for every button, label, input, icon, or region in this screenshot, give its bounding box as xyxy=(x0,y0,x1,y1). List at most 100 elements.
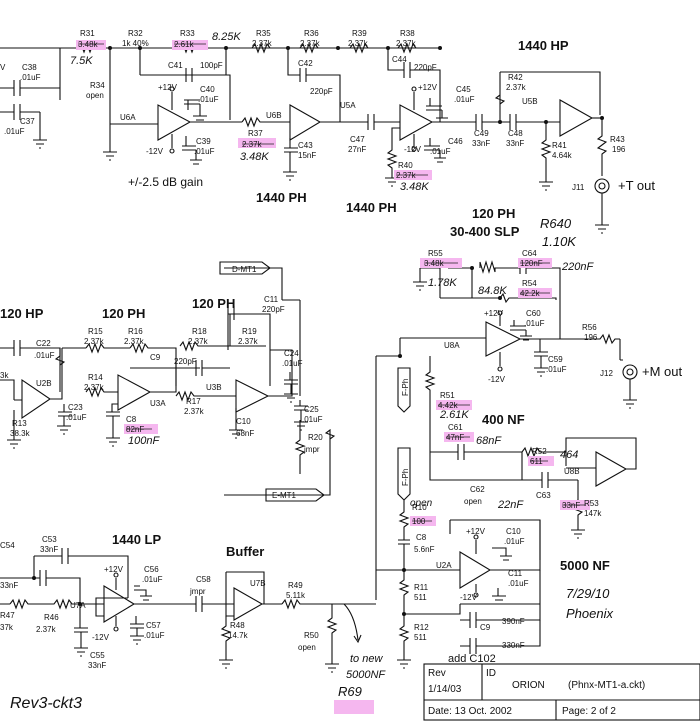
value-c60: .01uF xyxy=(524,319,545,328)
label-v12c: +12V xyxy=(484,309,504,318)
heading-400-nf: 400 NF xyxy=(482,412,525,427)
pencil-r10: open xyxy=(410,498,433,509)
value-r56: 196 xyxy=(584,333,598,342)
label-c8a: C8 xyxy=(126,415,137,424)
title-date: Date: 13 Oct. 2002 xyxy=(428,706,512,717)
bottom-labels: C54 33nF C53 33nF 1440 LP +12V C56 .01uF… xyxy=(0,498,613,712)
label-3k: 3k xyxy=(0,371,9,380)
label-vm12e: -12V xyxy=(92,633,110,642)
value-c25: .01uF xyxy=(302,415,323,424)
label-r51: R51 xyxy=(440,391,455,400)
label-r46: R46 xyxy=(44,613,59,622)
opamp-u7b xyxy=(226,571,265,621)
value-r47: 37k xyxy=(0,623,14,632)
label-c49: C49 xyxy=(474,129,489,138)
label-r11: R11 xyxy=(414,583,429,592)
opamp-u3a xyxy=(85,374,152,411)
label-vm12c: -12V xyxy=(488,375,506,384)
m-out-label: +M out xyxy=(642,364,682,379)
value-r42: 2.37k xyxy=(506,83,527,92)
value-r37: 2.37k xyxy=(242,140,263,149)
label-c54: C54 xyxy=(0,541,15,550)
label-c9b: C9 xyxy=(480,623,491,632)
opamp-u6b xyxy=(289,104,322,141)
value-r35: 2.37k xyxy=(252,39,273,48)
value-r16: 2.37k xyxy=(124,337,145,346)
value-r11: 511 xyxy=(414,593,427,602)
label-r16: R16 xyxy=(128,327,143,336)
label-u2a: U2A xyxy=(436,561,452,570)
value-c24: .01uF xyxy=(282,359,303,368)
value-c22: .01uF xyxy=(34,351,55,360)
label-c61: C61 xyxy=(448,423,463,432)
value-r41: 4.64k xyxy=(552,151,573,160)
heading-1440-ph-a: 1440 PH xyxy=(256,190,307,205)
top-labels: V C38 .01uF C37 .01uF R31 3.48k 7.5K R32… xyxy=(0,29,655,215)
label-j12: J12 xyxy=(600,369,613,378)
title-name: ORION xyxy=(512,680,545,691)
left-middle-labels: D-MT1 E-MT1 F-Ph F-Ph 120 HP 120 PH 120 … xyxy=(0,265,410,500)
label-c58: C58 xyxy=(196,575,211,584)
label-c44: C44 xyxy=(392,55,407,64)
label-u6b: U6B xyxy=(266,111,282,120)
value-r51: 4.42k xyxy=(438,401,459,410)
value-r53: 147k xyxy=(584,509,602,518)
label-r34: R34 xyxy=(90,81,105,90)
value-r33: 2.61k xyxy=(174,40,195,49)
pencil-r52: 464 xyxy=(560,449,578,461)
label-c10b: C10 xyxy=(506,527,521,536)
value-c23: .01uF xyxy=(66,413,87,422)
label-c47: C47 xyxy=(350,135,365,144)
pencil-r40: 3.48K xyxy=(400,181,429,193)
value-c43: 15nF xyxy=(298,151,316,160)
label-c24: C24 xyxy=(284,349,299,358)
heading-5000-nf: 5000 NF xyxy=(560,558,610,573)
label-v: V xyxy=(0,63,6,72)
heading-120-hp: 120 HP xyxy=(0,306,44,321)
label-u8b: U8B xyxy=(564,467,580,476)
strikethroughs xyxy=(78,43,586,522)
right-middle-labels: 120 PH 30-400 SLP R640 1.10K R55 3.48k 1… xyxy=(424,206,682,518)
title-block: Rev 1/14/03 ID ORION (Phnx-MT1-a.ckt) Da… xyxy=(423,663,700,721)
label-r14: R14 xyxy=(88,373,103,382)
left-middle-wiring xyxy=(0,267,336,496)
pencil-r640-value: 1.10K xyxy=(542,234,577,249)
label-c37: C37 xyxy=(20,117,35,126)
label-c25: C25 xyxy=(304,405,319,414)
label-u3a: U3A xyxy=(150,399,166,408)
heading-1440-ph-b: 1440 PH xyxy=(346,200,397,215)
label-c59: C59 xyxy=(548,355,563,364)
label-vm12b: -12V xyxy=(404,145,422,154)
value-r17: 2.37k xyxy=(184,407,205,416)
value-c63: 33nF xyxy=(562,501,580,510)
value-r39: 2.37k xyxy=(348,39,369,48)
label-d-mt1: D-MT1 xyxy=(232,265,257,274)
pencil-r69: R69 xyxy=(338,684,362,699)
heading-1440-hp: 1440 HP xyxy=(518,38,569,53)
label-c40: C40 xyxy=(200,85,215,94)
label-r52: R52 xyxy=(532,447,547,456)
label-c39: C39 xyxy=(196,137,211,146)
heading-120-ph-b: 120 PH xyxy=(192,296,235,311)
label-r38: R38 xyxy=(400,29,415,38)
t-out-label: +T out xyxy=(618,178,655,193)
value-c38: .01uF xyxy=(20,73,41,82)
pencil-r33: 8.25K xyxy=(212,31,241,43)
value-c57: .01uF xyxy=(144,631,165,640)
pencil-rev: Rev3-ckt3 xyxy=(10,695,82,712)
value-c47: 27nF xyxy=(348,145,366,154)
label-c41: C41 xyxy=(168,61,183,70)
value-r40: 2.37k xyxy=(396,171,417,180)
pencil-c63: 22nF xyxy=(497,499,524,511)
value-c42: 220pF xyxy=(310,87,333,96)
value-c46: .01uF xyxy=(430,147,451,156)
heading-buffer: Buffer xyxy=(226,544,264,559)
value-r43: 196 xyxy=(612,145,626,154)
value-r50: open xyxy=(298,643,316,652)
label-r18: R18 xyxy=(192,327,207,336)
pencil-c64: 220nF xyxy=(561,261,594,273)
opamp-u6a xyxy=(157,104,192,141)
label-u6a: U6A xyxy=(120,113,136,122)
value-c55: 33nF xyxy=(88,661,106,670)
label-c22: C22 xyxy=(36,339,51,348)
